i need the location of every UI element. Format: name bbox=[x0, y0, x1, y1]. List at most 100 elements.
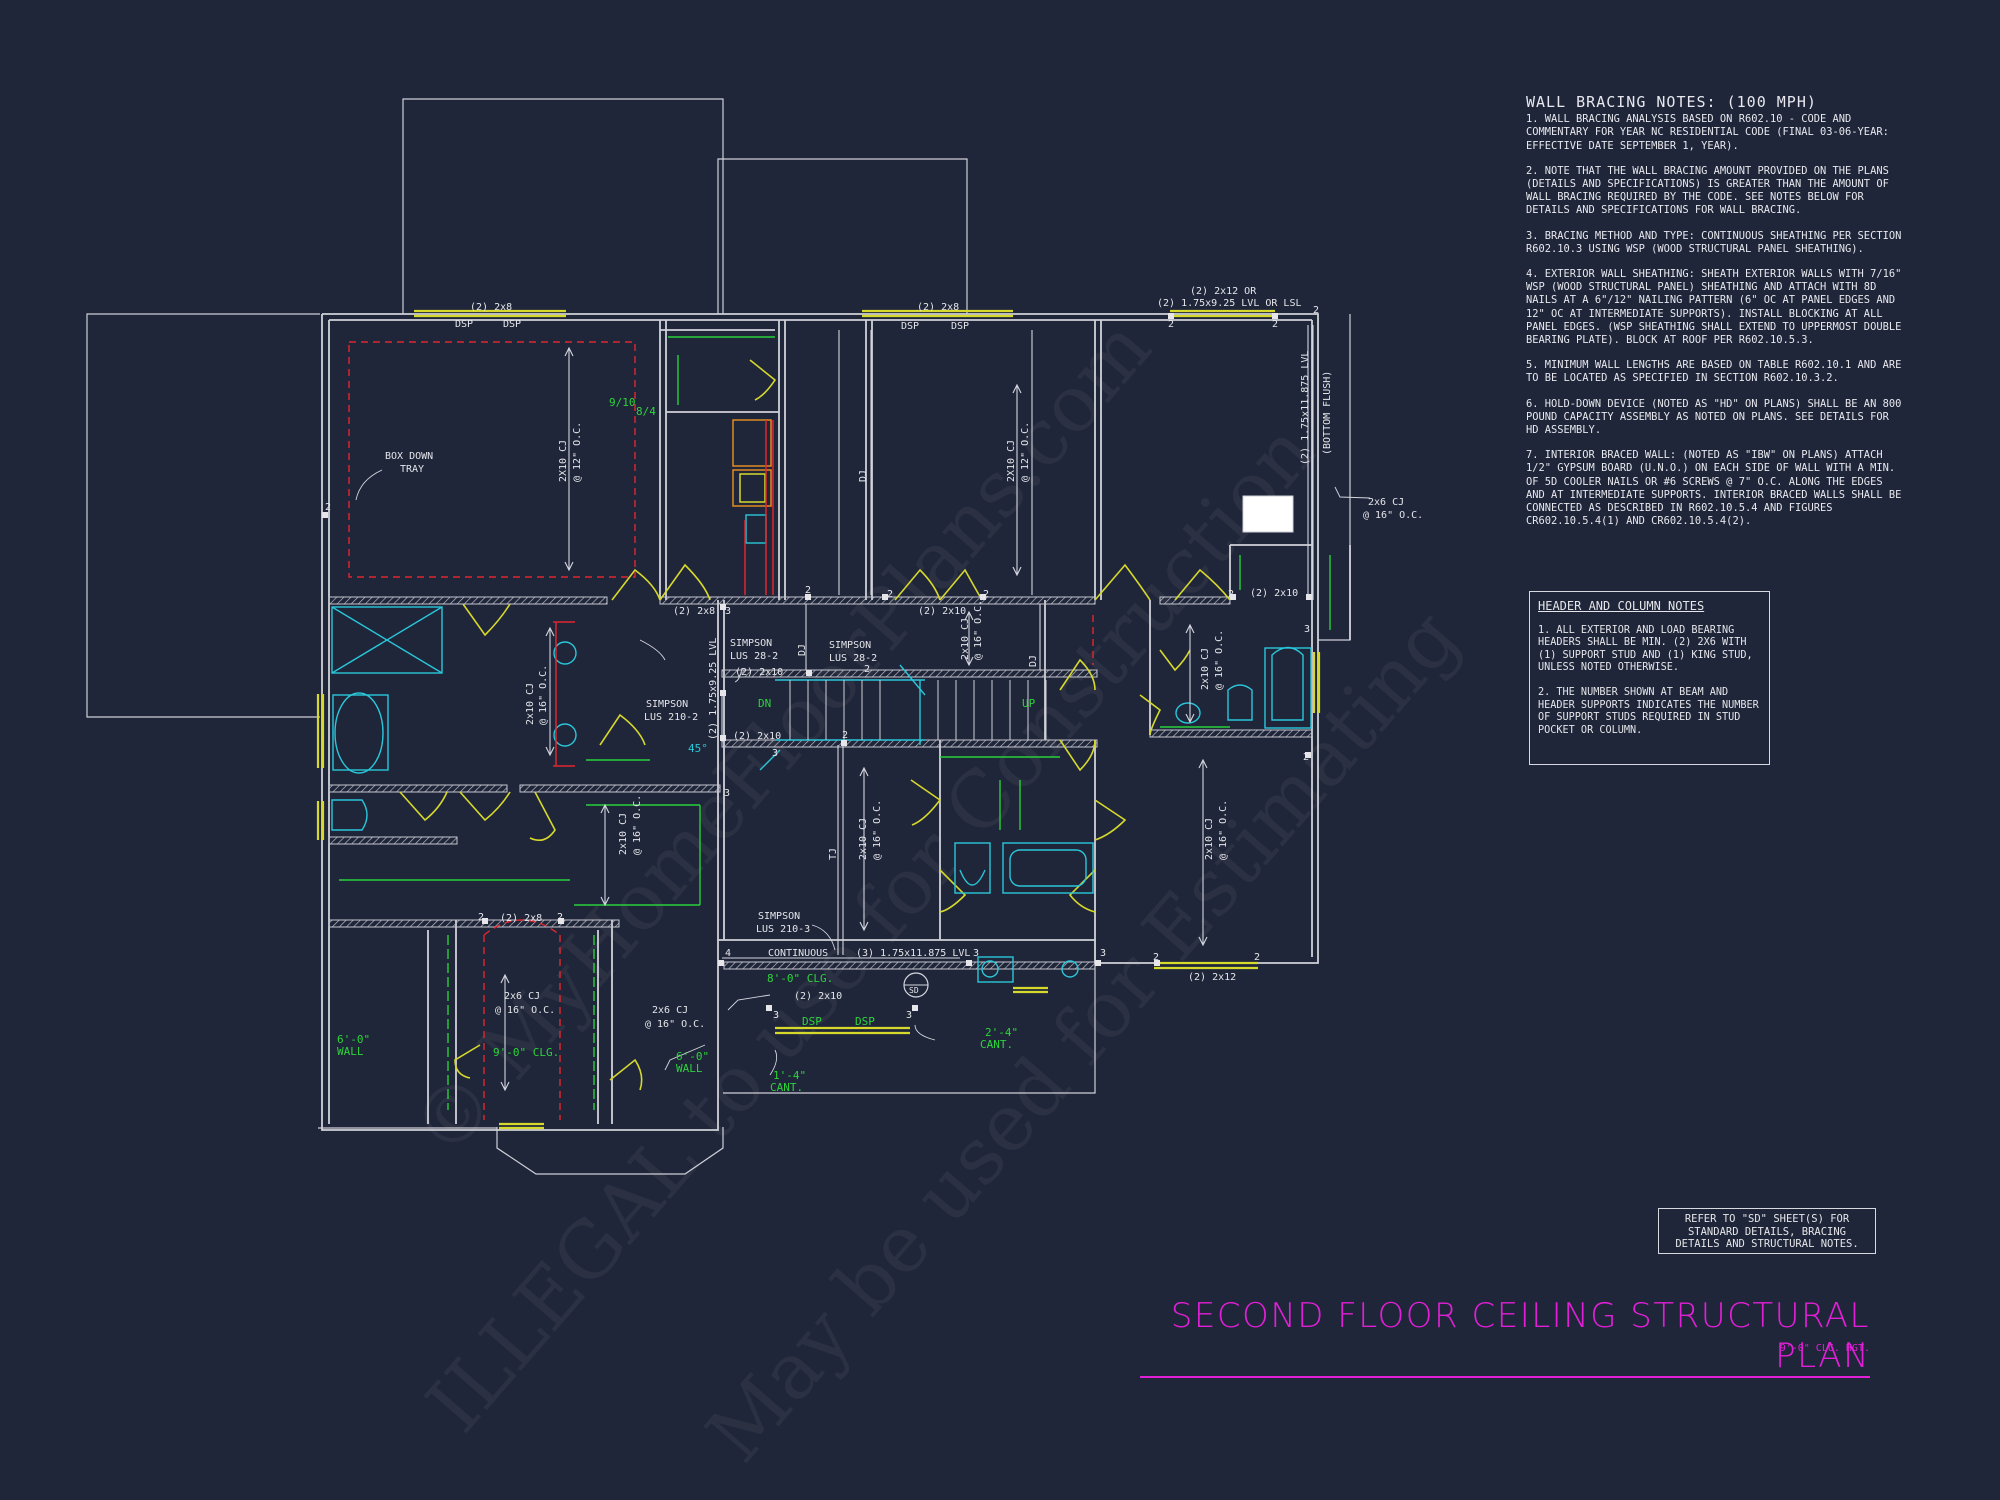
stair-dn-label: DN bbox=[758, 697, 771, 710]
header-note: 2. THE NUMBER SHOWN AT BEAM AND HEADER S… bbox=[1538, 686, 1759, 736]
sd-label: SD bbox=[909, 986, 919, 995]
stair-treads bbox=[789, 680, 1047, 740]
tray-label: TRAY bbox=[400, 464, 424, 475]
joist-label: 2x6 CJ bbox=[652, 1005, 688, 1016]
post-number: 4 bbox=[725, 948, 731, 959]
post-number: 3 bbox=[906, 1010, 912, 1021]
post-number: 3 bbox=[1100, 948, 1106, 959]
ceiling-label: 8'-0" CLG. bbox=[767, 972, 833, 985]
simpson-label: LUS 210-3 bbox=[756, 924, 810, 935]
header-label: (2) 1.75x9.25 LVL OR LSL bbox=[1157, 298, 1302, 309]
door-swings bbox=[399, 359, 1231, 1091]
tray-ceiling-lines bbox=[348, 341, 1094, 1120]
wall-bracing-title: WALL BRACING NOTES: (100 MPH) bbox=[1526, 93, 1817, 111]
roof-outlines bbox=[86, 98, 1351, 1175]
reference-note: REFER TO "SD" SHEET(S) FOR STANDARD DETA… bbox=[1658, 1208, 1876, 1254]
dimension-label: 9/10 bbox=[609, 396, 636, 409]
dj-label: DJ bbox=[1028, 655, 1039, 667]
simpson-label: SIMPSON bbox=[758, 911, 800, 922]
wall-bracing-note: 2. NOTE THAT THE WALL BRACING AMOUNT PRO… bbox=[1526, 164, 1889, 217]
post-number: 2 bbox=[1303, 752, 1309, 763]
post-number: 3 bbox=[1304, 624, 1310, 635]
post-number: 3 bbox=[725, 606, 731, 617]
header-label: (2) 2x8 bbox=[673, 606, 715, 617]
post-number: 2 bbox=[842, 730, 848, 741]
green-labels: 8'-0" CLG. 9'-0" CLG. 6'-0" WALL 6'-0" W… bbox=[337, 396, 1036, 1094]
joist-label: 2x10 CJ bbox=[1200, 648, 1211, 690]
hd-tag-box bbox=[1242, 495, 1294, 533]
dsp-label: DSP bbox=[503, 319, 521, 330]
dj-label: DJ bbox=[797, 644, 808, 656]
joist-label: @ 16" O.C. bbox=[973, 600, 984, 660]
wall-label: WALL bbox=[337, 1045, 364, 1058]
cant-dim-label: 1'-4" bbox=[773, 1069, 806, 1082]
dimension-label: 8/4 bbox=[636, 405, 656, 418]
header-label: (2) 2x8 bbox=[500, 913, 542, 924]
header-label: (2) 2x8 bbox=[917, 302, 959, 313]
joist-label: @ 12" O.C. bbox=[1020, 422, 1031, 482]
simpson-label: SIMPSON bbox=[646, 699, 688, 710]
joist-label: @ 16" O.C. bbox=[1214, 630, 1225, 690]
tj-label: TJ bbox=[828, 848, 839, 860]
window-markers bbox=[316, 309, 1321, 1130]
continuous-label: CONTINUOUS bbox=[768, 948, 828, 959]
bottom-flush-label: (BOTTOM FLUSH) bbox=[1322, 371, 1333, 455]
dj-label: DJ bbox=[858, 470, 869, 482]
post-number: 2 bbox=[1153, 952, 1159, 963]
joist-label: 2x10 CJ bbox=[1204, 818, 1215, 860]
wall-bracing-note: 7. INTERIOR BRACED WALL: (NOTED AS "IBW"… bbox=[1526, 449, 1902, 528]
cabinets bbox=[553, 419, 774, 767]
leader-lines bbox=[355, 469, 1371, 1076]
header-label: (2) 2x10 bbox=[794, 991, 842, 1002]
header-label: (2) 2x10 bbox=[733, 731, 781, 742]
post-number: 2 bbox=[1228, 589, 1234, 600]
joist-label: 2x6 CJ bbox=[1368, 497, 1404, 508]
angle-label: 45° bbox=[688, 742, 708, 755]
post-number: 3 bbox=[724, 788, 730, 799]
joist-label: @ 16" O.C. bbox=[495, 1005, 555, 1016]
joist-label: 2x6 CJ bbox=[504, 991, 540, 1002]
ceiling-label: 9'-0" CLG. bbox=[493, 1046, 559, 1059]
header-label: (2) 2x12 bbox=[1188, 972, 1236, 983]
lvl-label: (2) 1.75x9.25 LVL bbox=[708, 638, 719, 740]
box-down-label: BOX DOWN bbox=[385, 451, 433, 462]
post-number: 3 bbox=[973, 948, 979, 959]
sheet-title: SECOND FLOOR CEILING STRUCTURAL PLAN bbox=[1140, 1296, 1870, 1378]
joist-label: @ 16" O.C. bbox=[1218, 800, 1229, 860]
wall-height-label: 6'-0" bbox=[676, 1050, 709, 1063]
wall-bracing-note: 6. HOLD-DOWN DEVICE (NOTED AS "HD" ON PL… bbox=[1526, 397, 1902, 437]
wall-bracing-note: 5. MINIMUM WALL LENGTHS ARE BASED ON TAB… bbox=[1526, 359, 1902, 385]
post-number: 2 bbox=[325, 502, 331, 513]
header-label: (2) 2x10 bbox=[1250, 588, 1298, 599]
post-number: 3 bbox=[772, 748, 778, 759]
lvl-label: (3) 1.75x11.875 LVL bbox=[856, 948, 970, 959]
simpson-label: SIMPSON bbox=[730, 638, 772, 649]
walls bbox=[321, 313, 1351, 1131]
joist-label: 2x10 CJ bbox=[960, 618, 971, 660]
joist-label: 2X10 CJ bbox=[558, 440, 569, 482]
post-number: 2 bbox=[1254, 952, 1260, 963]
dsp-label: DSP bbox=[901, 321, 919, 332]
post-number: 2 bbox=[1313, 305, 1319, 316]
header-label: (2) 2x10 bbox=[735, 667, 783, 678]
joist-label: @ 16" O.C. bbox=[632, 795, 643, 855]
header-label: (2) 2x8 bbox=[470, 302, 512, 313]
dsp-label: DSP bbox=[802, 1015, 822, 1028]
post-number: 3 bbox=[773, 1010, 779, 1021]
post-number: 2 bbox=[983, 589, 989, 600]
sheet-subtitle: 9'-0" CLG. HGT. bbox=[1779, 1343, 1870, 1354]
stair-up-label: UP bbox=[1022, 697, 1036, 710]
simpson-label: LUS 28-2 bbox=[829, 653, 877, 664]
wall-bracing-note: 4. EXTERIOR WALL SHEATHING: SHEATH EXTER… bbox=[1526, 268, 1902, 347]
header-label: (2) 2x10 bbox=[918, 606, 966, 617]
post-number: 2 bbox=[805, 585, 811, 596]
bearing-walls bbox=[328, 596, 1313, 970]
post-number: 2 bbox=[557, 912, 563, 923]
simpson-label: SIMPSON bbox=[829, 640, 871, 651]
joist-label: 2x10 CJ bbox=[618, 813, 629, 855]
joist-label: @ 16" O.C. bbox=[1363, 510, 1423, 521]
wall-label: WALL bbox=[676, 1062, 703, 1075]
post-number: 2 bbox=[1168, 319, 1174, 330]
cant-label: CANT. bbox=[770, 1081, 803, 1094]
